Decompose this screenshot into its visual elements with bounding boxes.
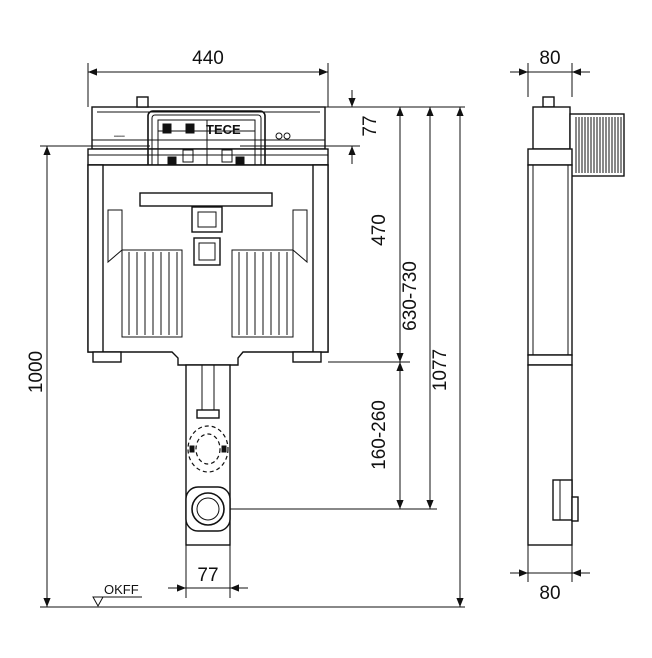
frame-right-leg bbox=[312, 164, 329, 353]
side-top-valve bbox=[542, 96, 555, 108]
right-foot bbox=[292, 351, 322, 363]
front-top-valve bbox=[136, 96, 149, 108]
dim-side-width-bottom: 80 bbox=[539, 583, 560, 604]
pipe-clamp bbox=[196, 409, 220, 419]
dim-adjust-range: 630-730 bbox=[400, 261, 421, 331]
dim-mid-height: 470 bbox=[369, 214, 390, 246]
floor-level-symbol bbox=[92, 596, 104, 608]
dim-total-height: 1077 bbox=[430, 349, 451, 391]
cistern-top-housing bbox=[91, 106, 326, 150]
brand-logo: TECE bbox=[206, 122, 241, 137]
side-cistern-top bbox=[532, 106, 571, 150]
side-foot bbox=[527, 354, 573, 366]
front-small-label: ═══ bbox=[113, 134, 125, 140]
side-actuator-hatch bbox=[575, 117, 622, 173]
dim-side-width-top: 80 bbox=[539, 48, 560, 69]
dimension-lines: 440 80 80 77 470 160-260 630- bbox=[26, 48, 590, 608]
dim-overall-height: 1000 bbox=[26, 351, 47, 393]
dim-front-width: 440 bbox=[192, 48, 224, 69]
cross-bar bbox=[139, 192, 273, 207]
side-rail bbox=[527, 148, 573, 166]
dim-pipe-width: 77 bbox=[197, 565, 218, 586]
dim-drain-range: 160-260 bbox=[369, 400, 390, 470]
front-mount-rail bbox=[87, 148, 329, 166]
floor-level-label: OKFF bbox=[104, 582, 139, 597]
side-frame-body bbox=[527, 164, 573, 356]
adjust-range-circle bbox=[187, 425, 229, 473]
inspection-opening bbox=[191, 206, 223, 233]
side-outlet-flange bbox=[571, 496, 579, 522]
outlet-ring bbox=[191, 492, 225, 526]
left-foot bbox=[92, 351, 122, 363]
inspection-window bbox=[193, 237, 221, 266]
side-outlet-body bbox=[552, 479, 573, 521]
side-view bbox=[527, 96, 625, 546]
frame-left-leg bbox=[87, 164, 104, 353]
dim-top-height: 77 bbox=[360, 115, 381, 136]
cistern-ribs bbox=[128, 252, 288, 335]
front-view: TECE ═══ bbox=[87, 96, 329, 546]
